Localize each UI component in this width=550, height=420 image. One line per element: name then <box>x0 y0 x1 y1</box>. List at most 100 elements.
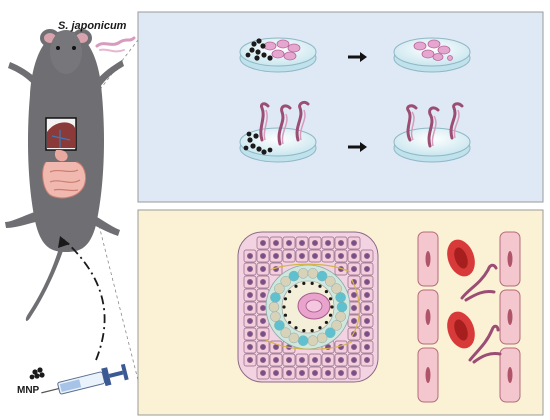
tissue-cell <box>308 353 322 367</box>
nanoparticle-dot <box>324 320 328 325</box>
tissue-cell <box>243 340 257 354</box>
nanoparticle-dot <box>318 284 322 288</box>
nanoparticle-dot <box>283 297 288 301</box>
tissue-cell <box>256 340 270 354</box>
tissue-cell <box>334 353 348 367</box>
tissue-cell <box>347 275 361 289</box>
tissue-cell <box>269 366 283 380</box>
tissue-cell <box>256 327 270 341</box>
tissue-cell <box>256 236 270 250</box>
inflammatory-cell <box>331 320 342 331</box>
tissue-cell <box>243 353 257 367</box>
petri-dish-worms-after <box>393 102 471 163</box>
nanoparticle-dot <box>302 329 306 333</box>
tissue-cell <box>360 262 374 276</box>
nanoparticle-dot <box>302 281 306 285</box>
tissue-cell <box>295 366 309 380</box>
endothelial-cell <box>417 347 439 403</box>
nanoparticle-dot <box>288 320 292 325</box>
inflammatory-cell <box>307 335 319 346</box>
inflammatory-cell <box>335 292 346 303</box>
tissue-cell <box>347 262 361 276</box>
mouse-icon <box>5 29 124 321</box>
tissue-cell <box>295 353 309 367</box>
worm-in-vessel-icon <box>460 263 502 364</box>
nanoparticle-dot <box>294 326 298 330</box>
nanoparticle-dot <box>283 313 288 317</box>
granuloma-icon <box>237 231 379 383</box>
arrow-head-1 <box>360 52 367 62</box>
injection-path <box>63 239 106 361</box>
tissue-cell <box>360 340 374 354</box>
tissue-cell <box>243 301 257 315</box>
nanoparticle-dot <box>330 305 334 309</box>
tissue-cell <box>334 262 348 276</box>
tissue-cell <box>243 249 257 263</box>
tissue-cell <box>360 301 374 315</box>
nanoparticle-dot <box>310 329 314 333</box>
tissue-cell <box>243 275 257 289</box>
mnp-particles-icon <box>29 367 45 380</box>
inflammatory-cell <box>280 327 291 338</box>
tissue-cell <box>243 314 257 328</box>
tissue-cell <box>243 262 257 276</box>
tissue-cell <box>256 249 270 263</box>
tissue-cell <box>360 353 374 367</box>
tissue-cell <box>347 340 361 354</box>
tissue-cell <box>295 236 309 250</box>
inflammatory-cell <box>335 311 346 322</box>
inflammatory-cell <box>307 268 319 279</box>
tissue-cell <box>334 236 348 250</box>
tissue-cell <box>269 353 283 367</box>
tissue-cell <box>360 288 374 302</box>
tissue-cell <box>308 236 322 250</box>
inflammatory-cell <box>274 283 285 294</box>
endothelial-cell <box>499 231 521 287</box>
top-panel <box>137 11 544 203</box>
tissue-cell <box>295 249 309 263</box>
endothelial-cell <box>417 231 439 287</box>
inflammatory-cell <box>325 327 336 338</box>
petri-dish-eggs-before <box>239 37 317 73</box>
tissue-cell <box>321 236 335 250</box>
red-blood-cell-icon <box>447 239 475 349</box>
endothelial-cell <box>499 347 521 403</box>
inflammatory-cell <box>288 332 300 344</box>
inflammatory-cell <box>268 301 280 313</box>
nanoparticle-dot <box>328 297 333 301</box>
tissue-cell <box>256 366 270 380</box>
tissue-cell <box>360 314 374 328</box>
tissue-cell <box>347 327 361 341</box>
tissue-cell <box>269 236 283 250</box>
petri-dish-worms-before <box>239 100 317 163</box>
tissue-cell <box>282 366 296 380</box>
tissue-cell <box>347 366 361 380</box>
endothelial-cell <box>499 289 521 345</box>
tissue-cell <box>282 353 296 367</box>
tissue-cell <box>243 288 257 302</box>
mnp-label: MNP <box>17 385 40 396</box>
inflammatory-cell <box>331 283 342 294</box>
tissue-cell <box>347 301 361 315</box>
tissue-cell <box>243 327 257 341</box>
inflammatory-cell <box>280 276 291 287</box>
tissue-cell <box>360 275 374 289</box>
inflammatory-cell <box>297 268 309 279</box>
tissue-cell <box>360 249 374 263</box>
tissue-cell <box>360 327 374 341</box>
tissue-cell <box>308 366 322 380</box>
arrow-head-2 <box>360 142 367 152</box>
tissue-cell <box>347 236 361 250</box>
nanoparticle-dot <box>318 326 322 330</box>
tissue-cell <box>347 314 361 328</box>
blood-vessel-icon <box>417 231 521 403</box>
tissue-cell <box>256 353 270 367</box>
nanoparticle-dot <box>282 305 286 309</box>
tissue-cell <box>347 249 361 263</box>
nanoparticle-dot <box>294 284 298 288</box>
tissue-cell <box>269 340 283 354</box>
endothelial-cell <box>417 289 439 345</box>
inflammatory-cell <box>316 270 328 282</box>
nanoparticle-dot <box>288 289 292 294</box>
tissue-cell <box>269 262 283 276</box>
